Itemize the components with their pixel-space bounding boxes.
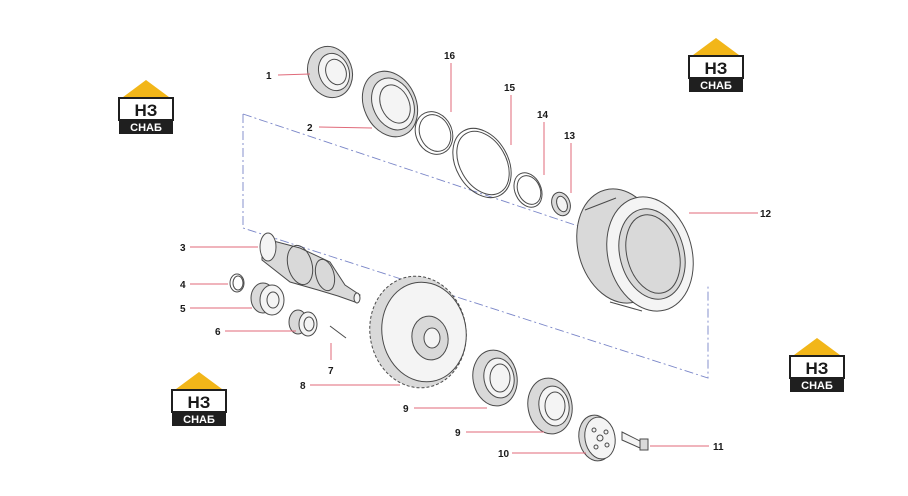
callout-4: 4 xyxy=(180,280,186,291)
callout-3: 3 xyxy=(180,243,186,254)
watermark-logo-bottom-left: НЗ СНАБ xyxy=(168,368,230,430)
part-12-ring-gear xyxy=(576,188,694,312)
svg-text:СНАБ: СНАБ xyxy=(700,80,732,92)
part-1-seal xyxy=(306,45,354,99)
part-9-bearing-upper xyxy=(472,349,518,407)
part-16-snap-ring xyxy=(414,111,454,155)
watermark-logo-right: НЗ СНАБ xyxy=(786,334,848,396)
callout-15: 15 xyxy=(504,83,516,94)
part-5-small-gear xyxy=(250,282,285,316)
part-7-pin xyxy=(329,325,347,339)
part-8-large-gear xyxy=(369,275,467,389)
svg-text:СНАБ: СНАБ xyxy=(130,122,162,134)
part-3-shaft xyxy=(259,232,361,304)
callout-1: 1 xyxy=(266,71,272,82)
part-11-bolt xyxy=(621,431,649,451)
part-2-bearing xyxy=(361,70,419,138)
watermark-logo-top-right: НЗ СНАБ xyxy=(685,34,747,96)
svg-text:СНАБ: СНАБ xyxy=(801,380,833,392)
callout-11: 11 xyxy=(713,442,724,453)
svg-text:НЗ: НЗ xyxy=(188,393,211,412)
svg-text:СНАБ: СНАБ xyxy=(183,414,215,426)
part-10-plate xyxy=(578,414,616,462)
part-13-washer xyxy=(551,191,571,217)
callout-12: 12 xyxy=(760,209,772,220)
callout-2: 2 xyxy=(307,123,313,134)
part-9-bearing-lower xyxy=(527,377,573,435)
leader-lines xyxy=(190,63,758,454)
watermark-logo-top-left: НЗ СНАБ xyxy=(115,76,177,138)
assembly-dashed-axis xyxy=(242,113,609,237)
svg-text:НЗ: НЗ xyxy=(135,101,158,120)
svg-text:НЗ: НЗ xyxy=(705,59,728,78)
callout-13: 13 xyxy=(564,131,576,142)
part-15-large-snap-ring xyxy=(452,127,512,199)
assembly-dashed-outline xyxy=(242,114,709,379)
callout-10: 10 xyxy=(498,449,510,460)
callout-16: 16 xyxy=(444,51,456,62)
callout-8: 8 xyxy=(300,381,306,392)
svg-text:НЗ: НЗ xyxy=(806,359,829,378)
part-14-snap-ring xyxy=(513,172,543,208)
callout-9-upper: 9 xyxy=(403,404,409,415)
callout-5: 5 xyxy=(180,304,186,315)
callout-14: 14 xyxy=(537,110,549,121)
callout-9-lower: 9 xyxy=(455,428,461,439)
part-4-ring xyxy=(229,273,245,293)
part-6-bushing xyxy=(288,309,318,337)
callout-7: 7 xyxy=(328,366,334,377)
callout-6: 6 xyxy=(215,327,221,338)
